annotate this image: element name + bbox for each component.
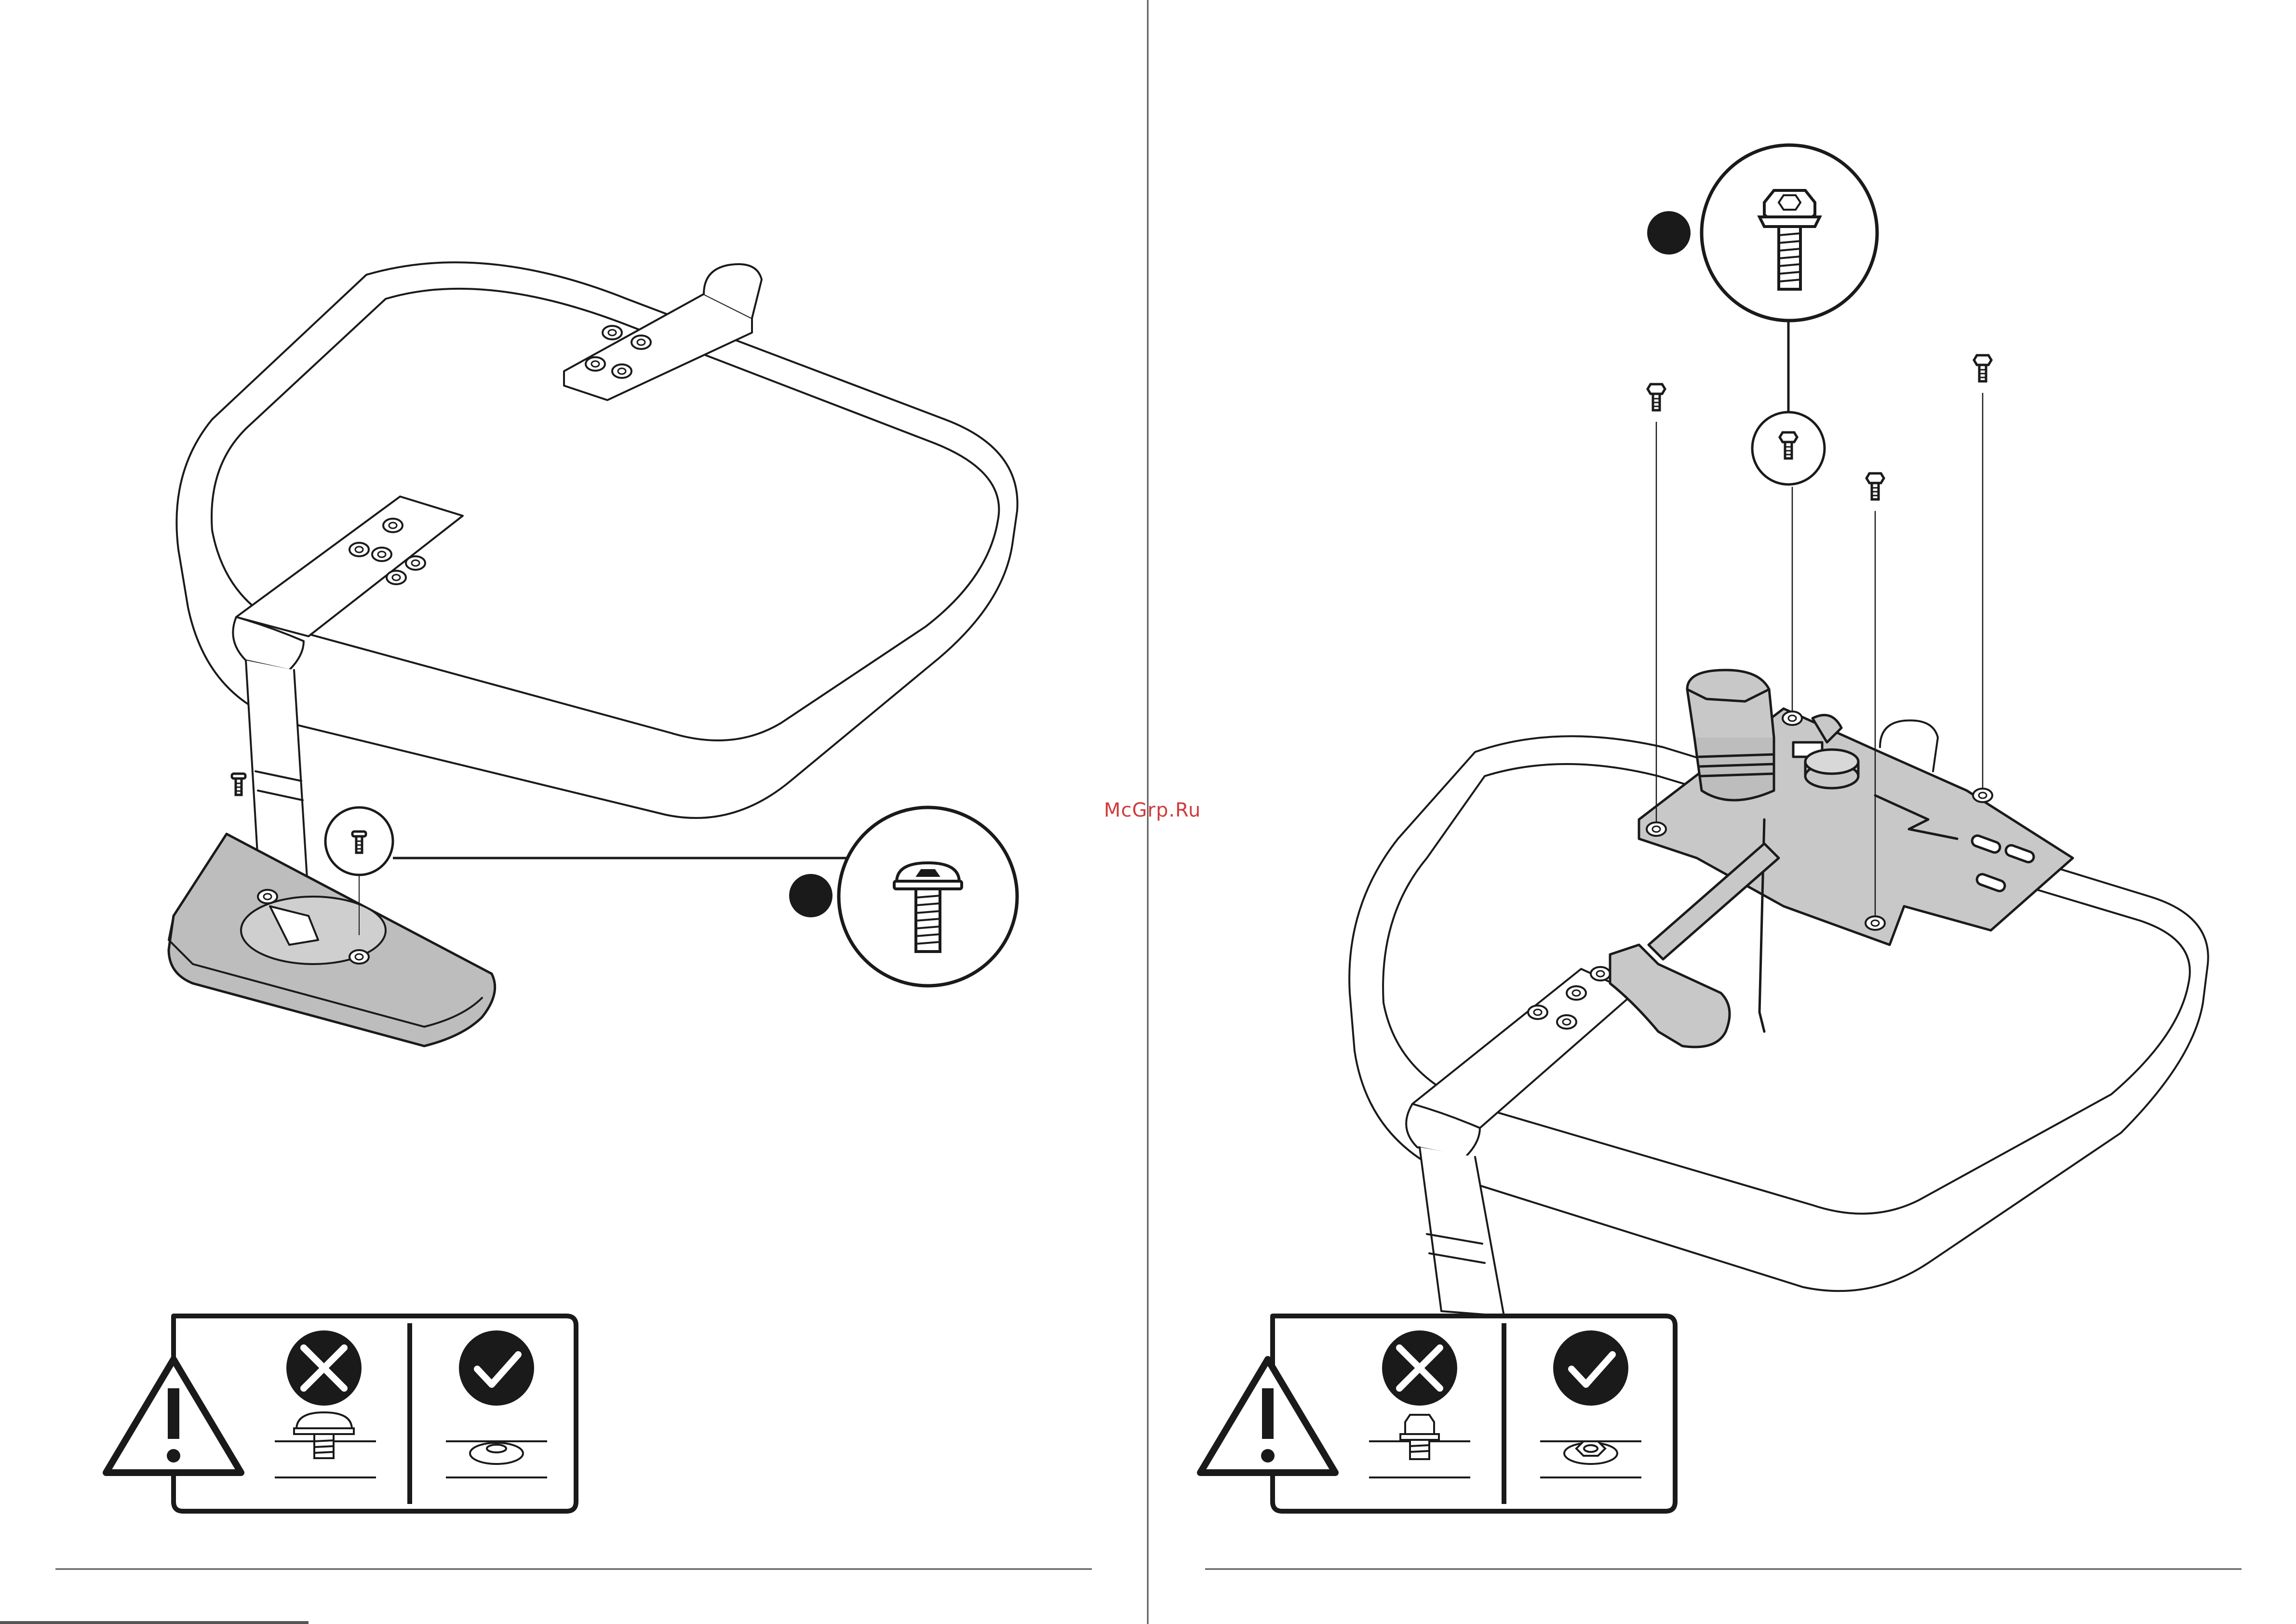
watermark-text: McGrp.Ru [1104, 799, 1201, 821]
seat-mechanism [1610, 670, 2073, 1047]
left-step-dot [789, 874, 832, 917]
check-circle-icon [459, 1330, 534, 1406]
cross-circle-icon [1382, 1330, 1457, 1406]
check-circle-icon [1553, 1330, 1628, 1406]
left-callout-small [325, 807, 848, 935]
cross-circle-icon [286, 1330, 362, 1406]
right-step-dot [1647, 211, 1691, 255]
